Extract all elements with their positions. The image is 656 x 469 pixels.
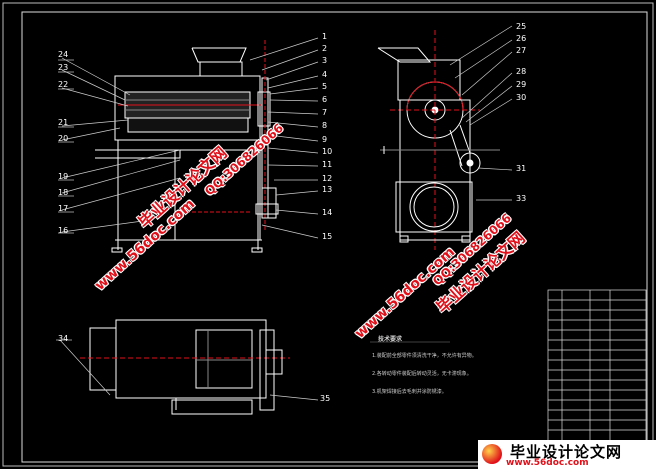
part-label: 1 <box>322 32 328 41</box>
notes-line-2: 2.各转动零件装配后转动灵活，无卡滞现象。 <box>372 371 472 377</box>
part-label: 5 <box>322 82 328 91</box>
notes-line-1: 1.装配前全部零件须清洗干净，不允许有异物。 <box>372 353 477 359</box>
site-logo[interactable]: 毕业设计论文网 www.56doc.com <box>478 440 656 469</box>
part-label: 16 <box>58 226 69 235</box>
inner-border <box>21 11 648 463</box>
part-label: 8 <box>322 121 328 130</box>
part-label: 13 <box>322 185 333 194</box>
part-label: 20 <box>58 134 69 143</box>
part-label: 7 <box>322 108 328 117</box>
part-label: 14 <box>322 208 333 217</box>
part-label: 31 <box>516 164 527 173</box>
part-label: 27 <box>516 46 527 55</box>
part-label: 33 <box>516 194 527 203</box>
part-label: 28 <box>516 67 527 76</box>
part-label: 18 <box>58 188 69 197</box>
logo-text-url: www.56doc.com <box>506 458 589 468</box>
part-label: 19 <box>58 172 69 181</box>
part-label: 22 <box>58 80 69 89</box>
part-label: 34 <box>58 334 69 343</box>
part-label: 9 <box>322 135 328 144</box>
part-label: 21 <box>58 118 69 127</box>
front-view <box>58 37 319 253</box>
part-label: 35 <box>320 394 331 403</box>
part-label: 2 <box>322 44 328 53</box>
logo-text-cn: 毕业设计论文网 <box>510 443 623 461</box>
part-label: 17 <box>58 204 69 213</box>
part-label: 15 <box>322 232 333 241</box>
part-label: 23 <box>58 63 69 72</box>
notes-line-3: 3.机架焊接后去毛刺并涂防锈漆。 <box>372 389 447 395</box>
notes-title: 技术要求 <box>378 336 403 343</box>
part-label: 6 <box>322 95 328 104</box>
part-label: 3 <box>322 56 328 65</box>
part-label: 10 <box>322 147 333 156</box>
title-block <box>547 289 647 463</box>
part-label: 29 <box>516 80 527 89</box>
part-label: 12 <box>322 174 333 183</box>
part-label: 25 <box>516 22 527 31</box>
plan-view <box>56 319 319 415</box>
part-label: 30 <box>516 93 527 102</box>
part-label: 26 <box>516 34 527 43</box>
part-label: 4 <box>322 70 328 79</box>
logo-globe-icon <box>482 444 502 464</box>
part-label: 11 <box>322 160 333 169</box>
side-view <box>377 25 513 250</box>
part-label: 24 <box>58 50 69 59</box>
